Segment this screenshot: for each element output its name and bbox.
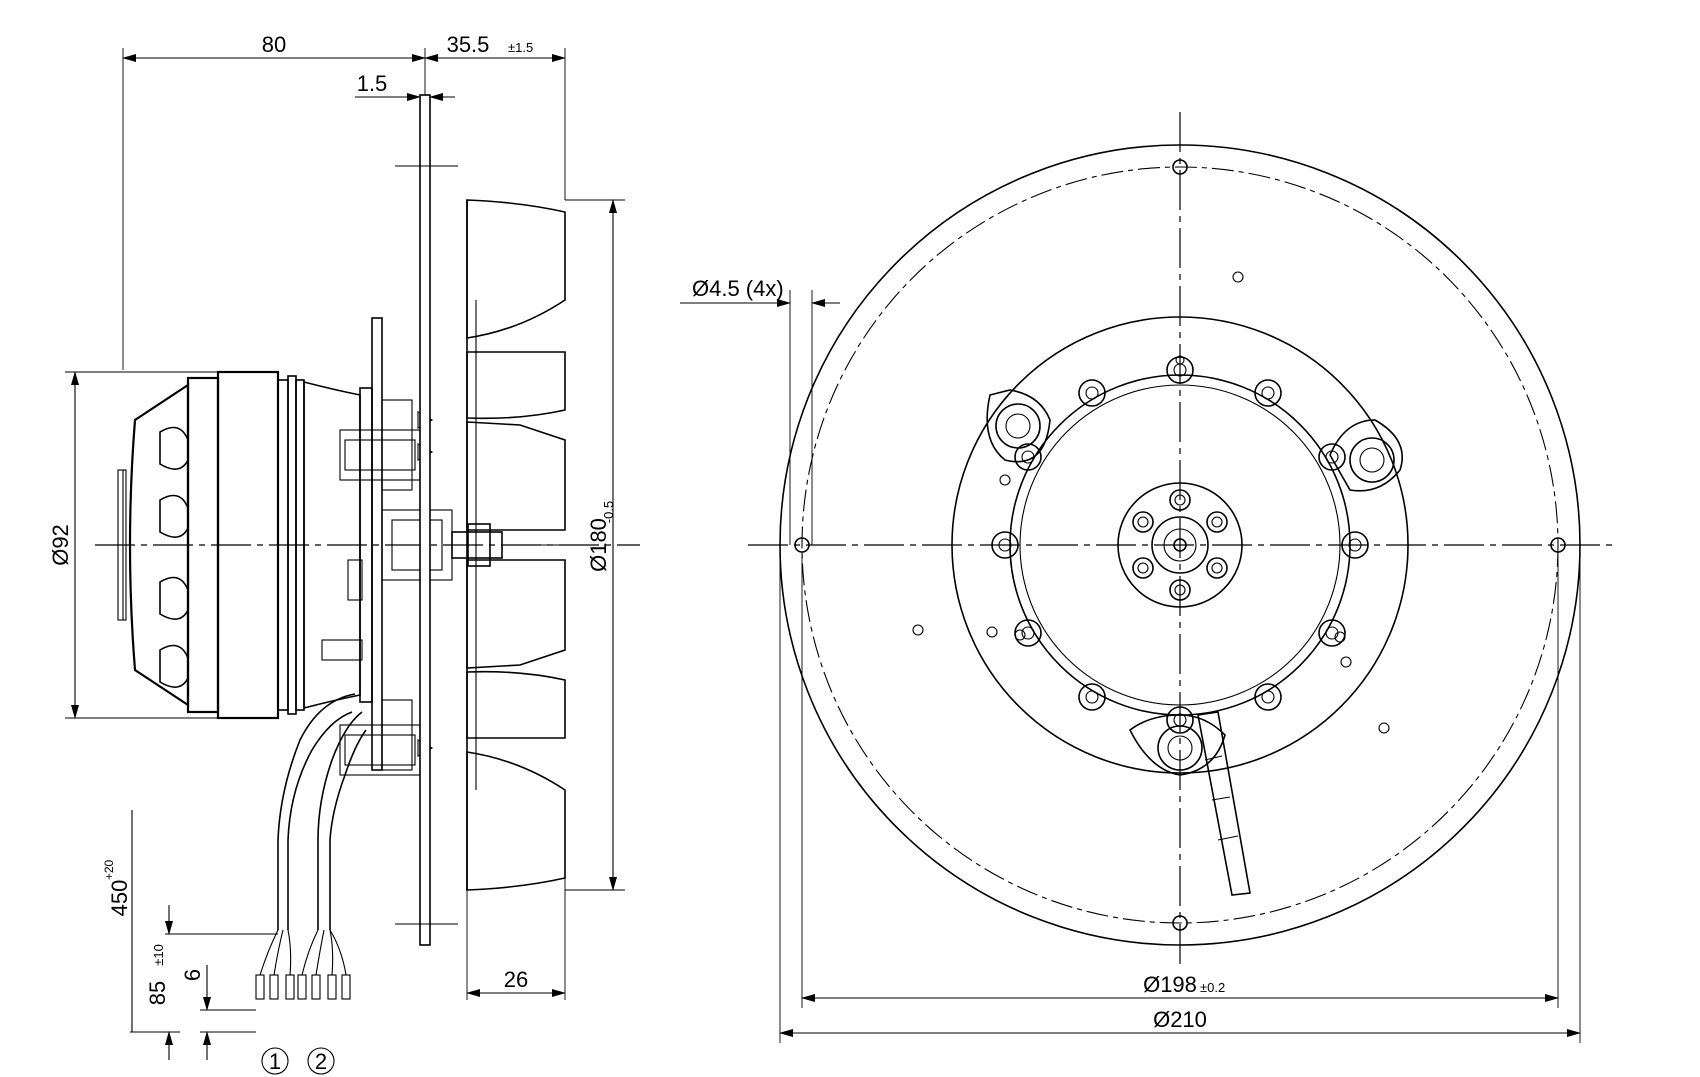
- svg-text:Ø180: Ø180: [586, 518, 611, 572]
- wire-end: [327, 974, 337, 1000]
- dimension-450: 450 +20: [102, 810, 133, 1032]
- front-view: Ø4.5 (4x) Ø198 ±0.2 Ø210: [680, 112, 1612, 1043]
- svg-text:Ø92: Ø92: [48, 524, 73, 566]
- wire-end: [255, 974, 265, 1000]
- mounting-plate: [419, 94, 431, 946]
- motor-bracket: [321, 317, 575, 776]
- wire-end: [297, 974, 307, 1000]
- svg-text:Ø210: Ø210: [1153, 1007, 1207, 1032]
- svg-text:2: 2: [315, 1049, 327, 1074]
- dimension-26: 26: [466, 878, 566, 1000]
- svg-text:-0.5: -0.5: [601, 501, 616, 523]
- svg-text:1: 1: [269, 1049, 281, 1074]
- dimension-35-5: 35.5 ±1.5: [424, 32, 566, 200]
- front-cable: [1197, 711, 1251, 896]
- pitch-circle: [801, 166, 1559, 924]
- svg-text:450: 450: [107, 880, 132, 917]
- svg-text:6: 6: [180, 969, 205, 981]
- dimension-80: 80: [122, 32, 426, 370]
- flange-lug: [986, 389, 1051, 463]
- svg-text:35.5: 35.5: [447, 32, 490, 57]
- dimension-6: 6: [180, 965, 256, 1060]
- svg-text:±10: ±10: [151, 944, 166, 966]
- dimension-dia-92: Ø92: [48, 371, 218, 719]
- mounting-hole: [1172, 915, 1188, 931]
- wire-end: [341, 974, 351, 1000]
- mounting-hole: [1172, 159, 1188, 175]
- hub: [1117, 482, 1243, 608]
- cable-callout-2: 2: [307, 1047, 335, 1075]
- dimension-dia-180: Ø180 -0.5: [565, 199, 625, 891]
- dimension-1-5: 1.5: [355, 71, 455, 101]
- svg-text:+20: +20: [102, 859, 116, 880]
- svg-text:Ø198: Ø198: [1143, 972, 1197, 997]
- dimension-dia-198: Ø198 ±0.2: [801, 552, 1559, 1008]
- flange-lug: [1128, 714, 1226, 776]
- svg-text:1.5: 1.5: [357, 71, 388, 96]
- svg-text:26: 26: [504, 967, 528, 992]
- wire-end: [269, 974, 279, 1000]
- dimension-85: 85 ±10: [130, 905, 278, 1060]
- motor-body: [117, 370, 361, 720]
- wire-end: [311, 974, 321, 1000]
- impeller-profile: [466, 199, 566, 891]
- wire-end: [285, 974, 295, 1000]
- rotor-bolts: [991, 356, 1369, 734]
- motor-flange: [951, 316, 1409, 774]
- dimension-dia-210: Ø210: [779, 545, 1581, 1043]
- svg-text:Ø4.5 (4x): Ø4.5 (4x): [692, 276, 784, 301]
- svg-text:85: 85: [145, 981, 170, 1005]
- cables: [255, 693, 367, 1000]
- svg-text:±1.5: ±1.5: [508, 40, 533, 55]
- cable-callout-1: 1: [261, 1047, 289, 1075]
- dimension-hole-4-5: Ø4.5 (4x): [680, 276, 840, 545]
- svg-text:±0.2: ±0.2: [1200, 980, 1225, 995]
- flange-lug: [1329, 419, 1404, 492]
- side-view: 1 2 80 35.5 ±1.5 1.5: [48, 32, 640, 1075]
- svg-text:80: 80: [262, 32, 286, 57]
